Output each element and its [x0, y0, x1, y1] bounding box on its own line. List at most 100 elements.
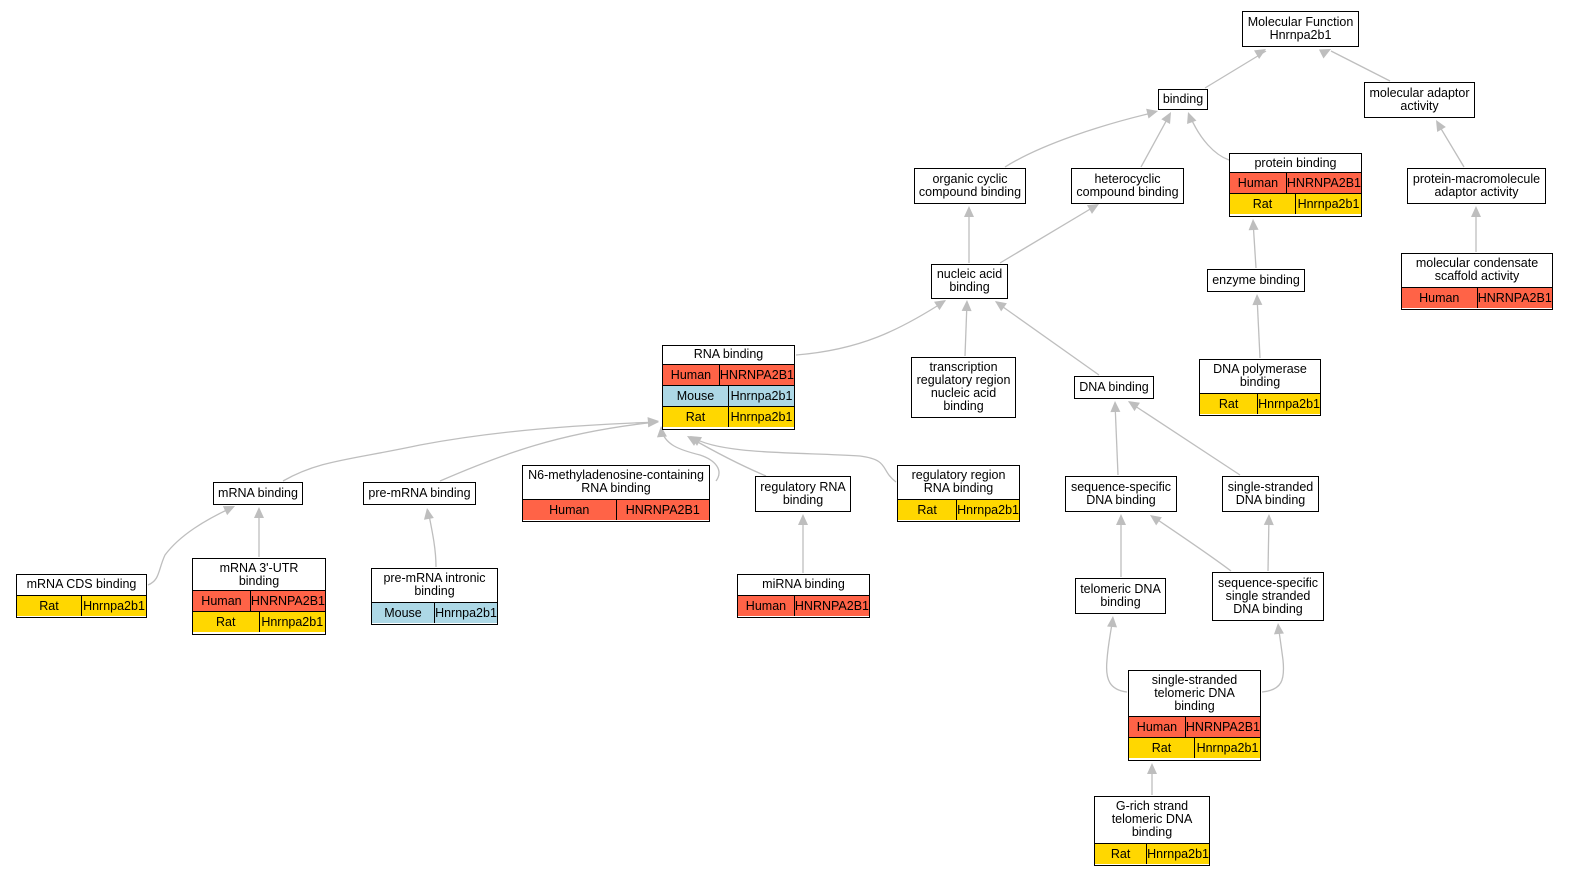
- species-cell: Human: [670, 367, 712, 382]
- edge-arrowhead: [1147, 763, 1157, 774]
- node-heterocyclic-compound-binding[interactable]: heterocyclic compound binding: [1071, 168, 1184, 204]
- edge-arrowhead: [1161, 112, 1171, 125]
- gene-cell: HNRNPA2B1: [615, 499, 710, 520]
- gene-cell: Hnrnpa2b1: [956, 499, 1019, 520]
- node-label: single-stranded telomeric DNA binding: [1151, 673, 1238, 713]
- edge-arrowhead: [423, 508, 434, 520]
- node-label: molecular condensate scaffold activity: [1415, 256, 1539, 284]
- node-label: regulatory region RNA binding: [911, 468, 1006, 496]
- node-label: molecular adaptor activity: [1369, 85, 1470, 113]
- node-label: enzyme binding: [1212, 272, 1300, 287]
- edge-line: [1267, 515, 1270, 572]
- edge-arrowhead: [964, 206, 974, 217]
- node-nucleic-acid-binding[interactable]: nucleic acid binding: [931, 264, 1008, 299]
- node-label: regulatory RNA binding: [760, 479, 846, 507]
- edge-line: [1140, 113, 1171, 168]
- species-cell: Rat: [39, 598, 59, 613]
- species-cell: Rat: [1151, 741, 1172, 755]
- edge-arrowhead: [647, 417, 659, 428]
- edge-arrowhead: [961, 300, 972, 312]
- node-protein-macromolecule-adaptor-activity[interactable]: protein-macromolecule adaptor activity: [1407, 168, 1546, 204]
- species-cell: Human: [549, 502, 590, 517]
- edge-arrowhead: [1116, 514, 1126, 525]
- edge-arrowhead: [1253, 49, 1266, 59]
- edge-arrowhead: [1107, 616, 1118, 628]
- edge-line: [1114, 402, 1119, 476]
- node-label: protein-macromolecule adaptor activity: [1412, 171, 1541, 199]
- node-sequence-specific-single-stranded-dna-binding[interactable]: sequence-specific single stranded DNA bi…: [1212, 572, 1324, 621]
- edge-line: [660, 427, 720, 482]
- edge-arrowhead: [1263, 514, 1274, 526]
- edge-line: [795, 300, 946, 356]
- species-cell: Rat: [1252, 197, 1273, 211]
- node-pre-mrna-binding[interactable]: pre-mRNA binding: [363, 482, 476, 505]
- node-label: N6-methyladenosine-containing RNA bindin…: [528, 468, 704, 496]
- node-single-stranded-dna-binding[interactable]: single-stranded DNA binding: [1222, 476, 1319, 512]
- edge-arrowhead: [1110, 401, 1121, 413]
- species-cell: Rat: [685, 409, 706, 424]
- node-transcription-regulatory-region-nucleic-acid-binding[interactable]: transcription regulatory region nucleic …: [911, 357, 1016, 418]
- node-label: heterocyclic compound binding: [1076, 171, 1179, 199]
- node-label: nucleic acid binding: [936, 267, 1003, 294]
- node-telomeric-dna-binding[interactable]: telomeric DNA binding: [1075, 578, 1166, 614]
- node-regulatory-rna-binding[interactable]: regulatory RNA binding: [755, 476, 851, 512]
- species-cell: Mouse: [384, 605, 422, 620]
- edge-arrowhead: [254, 507, 264, 518]
- node-binding[interactable]: binding: [1158, 89, 1208, 110]
- node-molecular-function[interactable]: Molecular Function Hnrnpa2b1: [1242, 11, 1359, 47]
- node-label: mRNA binding: [218, 485, 298, 500]
- node-label: mRNA CDS binding: [26, 577, 137, 592]
- node-n6-methyladenosine-containing-rna-binding[interactable]: N6-methyladenosine-containing RNA bindin…: [522, 465, 710, 522]
- gene-cell: Hnrnpa2b1: [1146, 843, 1209, 864]
- node-label: sequence-specific single stranded DNA bi…: [1217, 575, 1319, 616]
- species-cell: Human: [1136, 720, 1178, 734]
- edge-arrowhead: [995, 301, 1007, 312]
- node-organic-cyclic-compound-binding[interactable]: organic cyclic compound binding: [914, 168, 1026, 204]
- node-enzyme-binding[interactable]: enzyme binding: [1207, 269, 1305, 292]
- gene-cell: HNRNPA2B1: [718, 364, 794, 385]
- edge-line: [995, 301, 1100, 376]
- edge-arrowhead: [1436, 120, 1446, 133]
- edge-arrowhead: [222, 506, 235, 516]
- node-dna-binding[interactable]: DNA binding: [1074, 376, 1154, 399]
- edge-line: [1204, 50, 1267, 89]
- node-mrna-binding[interactable]: mRNA binding: [213, 482, 303, 505]
- gene-cell: HNRNPA2B1: [249, 591, 325, 611]
- species-cell: Rat: [1218, 396, 1239, 411]
- node-label: DNA binding: [1079, 379, 1149, 394]
- species-cell: Human: [1237, 176, 1279, 190]
- node-label: protein binding: [1254, 155, 1337, 170]
- node-molecular-adaptor-activity[interactable]: molecular adaptor activity: [1364, 82, 1475, 118]
- node-label: telomeric DNA binding: [1080, 581, 1161, 609]
- node-label: sequence-specific DNA binding: [1070, 479, 1172, 507]
- gene-cell: Hnrnpa2b1: [1257, 393, 1320, 414]
- node-sequence-specific-dna-binding[interactable]: sequence-specific DNA binding: [1065, 476, 1177, 512]
- gene-cell: Hnrnpa2b1: [728, 385, 794, 406]
- edge-arrowhead: [656, 426, 667, 438]
- species-cell: Rat: [216, 615, 236, 629]
- edge-line: [1105, 617, 1128, 693]
- node-label: G-rich strand telomeric DNA binding: [1111, 799, 1193, 840]
- edge-line: [691, 436, 897, 483]
